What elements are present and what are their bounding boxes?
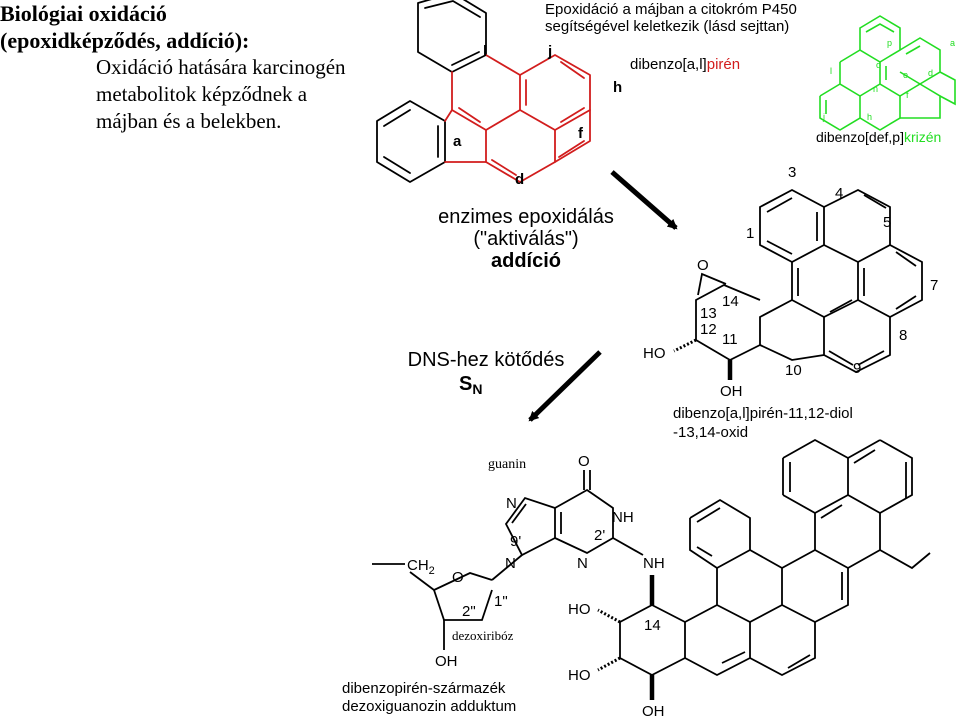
ring-label-a: a bbox=[453, 133, 462, 150]
epoxide-locant-9: 9 bbox=[853, 360, 861, 377]
step2-line-1: DNS-hez kötődés bbox=[408, 349, 565, 371]
krizen-label-d: d bbox=[928, 68, 933, 78]
step1-line-3: addíció bbox=[491, 250, 561, 272]
epoxide-diol-structure bbox=[673, 188, 923, 380]
adduct-nh-link: NH bbox=[643, 555, 665, 572]
dibenzo-def-p-chrysene-structure bbox=[819, 15, 956, 131]
guanin-label: guanin bbox=[488, 457, 526, 472]
compound1-name-prefix: dibenzo[a,l] bbox=[630, 56, 707, 73]
epoxide-oh: OH bbox=[720, 383, 743, 400]
adduct-locant-1pp: 1" bbox=[494, 593, 508, 610]
adduct-nh1: NH bbox=[612, 509, 634, 526]
reaction-arrow-2 bbox=[528, 350, 602, 422]
krizen-label-p: p bbox=[887, 38, 892, 48]
epoxide-locant-8: 8 bbox=[899, 327, 907, 344]
krizen-label-l: l bbox=[830, 66, 832, 76]
adduct-sugar-oh: OH bbox=[435, 653, 458, 670]
ring-label-l: l bbox=[483, 43, 487, 60]
krizen-label-j: j bbox=[822, 112, 825, 122]
epoxide-locant-10: 10 bbox=[785, 362, 802, 379]
adduct-ch-sub: 2 bbox=[429, 565, 435, 577]
ring-label-h: h bbox=[613, 79, 622, 96]
compound2-name-prefix: dibenzo[def,p] bbox=[816, 129, 904, 145]
ring-label-j: j bbox=[547, 43, 552, 60]
body-line-1: Oxidáció hatására karcinogén bbox=[96, 55, 346, 79]
krizen-label-o: o bbox=[876, 60, 881, 70]
krizen-label-e: e bbox=[903, 70, 908, 80]
ring-label-d: d bbox=[515, 171, 524, 188]
epoxide-locant-13: 13 bbox=[700, 305, 717, 322]
epoxide-locant-5: 5 bbox=[883, 214, 891, 231]
adduct-ch2: CH2 bbox=[407, 557, 435, 577]
epoxide-locant-11: 11 bbox=[722, 331, 738, 348]
body-line-3: májban és a belekben. bbox=[96, 109, 282, 133]
epoxide-locant-14: 14 bbox=[722, 293, 739, 310]
epoxide-locant-7: 7 bbox=[930, 277, 938, 294]
epoxide-oxygen: O bbox=[697, 257, 709, 274]
title-line-1: Biológiai oxidáció bbox=[0, 1, 167, 26]
adduct-name-line-2: dezoxiguanozin adduktum bbox=[342, 698, 516, 715]
dezoxiriboz-label: dezoxiribóz bbox=[452, 628, 514, 643]
adduct-oh-bottom: OH bbox=[642, 703, 665, 717]
epoxide-locant-1: 1 bbox=[746, 225, 754, 242]
adduct-ho-1: HO bbox=[568, 601, 591, 618]
compound2-name-highlight: krizén bbox=[904, 129, 941, 145]
compound1-name: dibenzo[a,l]pirén bbox=[630, 56, 740, 73]
epoxide-name-line-2: -13,14-oxid bbox=[673, 424, 748, 441]
krizen-label-h: h bbox=[867, 112, 872, 122]
epoxide-locant-4: 4 bbox=[835, 185, 843, 202]
guanine-adduct-structure bbox=[372, 438, 931, 700]
epoxide-ho: HO bbox=[643, 345, 666, 362]
sn-sub: N bbox=[472, 381, 482, 397]
adduct-locant-9: 9' bbox=[510, 533, 521, 550]
compound1-name-highlight: pirén bbox=[707, 56, 740, 73]
adduct-ch: CH bbox=[407, 557, 429, 574]
ring-label-f: f bbox=[578, 125, 584, 142]
krizen-label-n: n bbox=[873, 84, 878, 94]
adduct-n3: N bbox=[577, 555, 588, 572]
epoxide-name-line-1: dibenzo[a,l]pirén-11,12-diol bbox=[673, 405, 853, 422]
adduct-ring-o: O bbox=[452, 569, 464, 586]
krizen-label-a: a bbox=[950, 38, 955, 48]
adduct-name-line-1: dibenzopirén-származék bbox=[342, 680, 506, 697]
adduct-ho-2: HO bbox=[568, 667, 591, 684]
adduct-locant-2pp: 2" bbox=[462, 603, 476, 620]
epoxide-locant-3: 3 bbox=[788, 164, 796, 181]
top-note-line-2: segítségével keletkezik (lásd sejttan) bbox=[545, 18, 789, 35]
top-note-line-1: Epoxidáció a májban a citokróm P450 bbox=[545, 1, 797, 18]
step2-sn: SN bbox=[459, 373, 482, 397]
krizen-label-f: f bbox=[906, 90, 909, 100]
compound2-name: dibenzo[def,p]krizén bbox=[816, 129, 941, 145]
step1-line-1: enzimes epoxidálás bbox=[438, 206, 614, 228]
dibenzo-a-l-pyrene-structure: l j h a f d bbox=[376, 0, 622, 188]
reaction-arrow-1 bbox=[610, 170, 678, 230]
step1-line-2: ("aktiválás") bbox=[473, 228, 578, 250]
title-line-2: (epoxidképződés, addíció): bbox=[0, 28, 250, 53]
adduct-carbonyl-o: O bbox=[578, 453, 590, 470]
body-line-2: metabolitok képződnek a bbox=[96, 82, 308, 106]
adduct-n9: N bbox=[505, 555, 516, 572]
title-block: Biológiai oxidáció (epoxidképződés, addí… bbox=[0, 0, 380, 135]
adduct-n7: N bbox=[506, 495, 517, 512]
adduct-locant-14: 14 bbox=[644, 617, 661, 634]
adduct-locant-2: 2' bbox=[594, 527, 605, 544]
epoxide-locant-12: 12 bbox=[700, 321, 717, 338]
sn-main: S bbox=[459, 373, 472, 395]
